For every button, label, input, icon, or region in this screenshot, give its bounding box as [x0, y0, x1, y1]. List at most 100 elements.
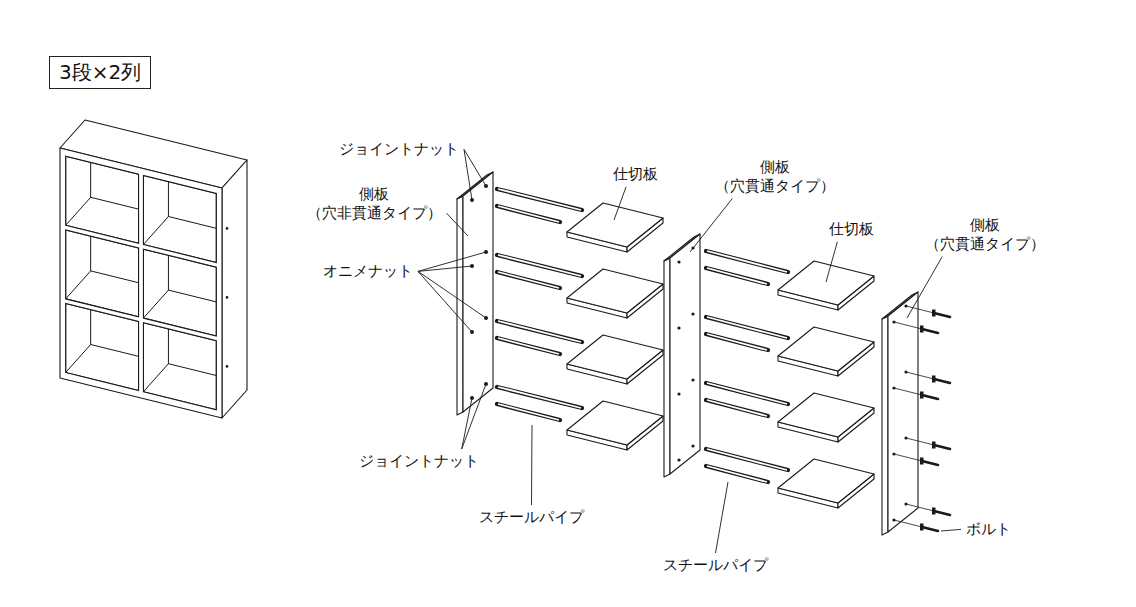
hole-dot: [677, 260, 680, 263]
depth-edge: [66, 197, 91, 225]
depth-edge: [216, 235, 241, 263]
side-panel: [463, 172, 493, 412]
leader-line: [907, 257, 942, 319]
shelf-board: [567, 401, 663, 445]
title-text: 3段×2列: [59, 60, 141, 85]
steel-pipe-core: [707, 317, 787, 338]
steel-pipe: [497, 272, 560, 288]
part-label: 側板 （穴貫通タイプ）: [714, 158, 836, 196]
hole-dot: [677, 458, 680, 461]
leader-line: [464, 149, 472, 200]
depth-edge: [143, 148, 168, 176]
part-label: スチールパイプ: [662, 556, 769, 575]
steel-pipe: [706, 317, 788, 338]
bolt-shank: [934, 445, 950, 449]
depth-edge: [143, 364, 168, 392]
side-face: [222, 160, 247, 418]
bolt-shank: [922, 527, 938, 531]
bolt-shank: [934, 313, 950, 317]
steel-pipe: [706, 400, 768, 416]
shelf-board: [778, 459, 874, 503]
panel-edge: [882, 316, 888, 535]
cell-outline: [143, 176, 216, 263]
bolt-head: [932, 442, 936, 449]
bolt-head: [920, 458, 924, 465]
steel-pipe: [706, 449, 788, 470]
steel-pipe: [497, 206, 560, 222]
bolt-shank: [934, 511, 950, 515]
bolt-head: [920, 326, 924, 333]
steel-pipe-core: [707, 334, 767, 350]
shelf-board: [567, 335, 663, 379]
part-label: 側板 （穴非貫通タイプ）: [306, 185, 443, 223]
steel-pipe-core: [498, 338, 559, 354]
bolt-shank: [922, 329, 938, 333]
bolt-head: [932, 508, 936, 515]
side-panel: [670, 234, 700, 474]
steel-pipe-core: [707, 400, 767, 416]
steel-pipe-core: [707, 449, 787, 470]
leader-line: [418, 271, 486, 318]
screw-dot: [226, 365, 229, 368]
steel-pipe-core: [498, 272, 559, 288]
depth-edge: [216, 308, 241, 336]
depth-edge: [66, 128, 91, 156]
panel-edge: [664, 258, 670, 477]
steel-pipe: [497, 321, 582, 342]
steel-pipe: [497, 189, 582, 210]
depth-edge: [143, 217, 168, 245]
steel-pipe-core: [707, 268, 767, 284]
bolt-shank: [934, 379, 950, 383]
steel-pipe: [706, 466, 768, 482]
steel-pipe-core: [498, 189, 581, 210]
steel-pipe-core: [707, 466, 767, 482]
exploded-view: [457, 172, 950, 535]
cell-outline: [143, 249, 216, 336]
leader-line: [614, 187, 626, 220]
shelf-board: [778, 327, 874, 371]
hole-dot: [691, 378, 694, 381]
bolt-guide: [906, 372, 934, 379]
depth-edge: [216, 166, 241, 194]
bolt-head: [932, 376, 936, 383]
part-label: ジョイントナット: [338, 140, 460, 159]
steel-pipe-core: [707, 383, 787, 404]
steel-pipe: [497, 255, 582, 276]
bolt-shank: [922, 461, 938, 465]
part-label: 仕切板: [828, 220, 875, 239]
depth-edge: [216, 382, 241, 410]
depth-edge: [216, 313, 241, 341]
steel-pipe: [497, 338, 560, 354]
title-box: 3段×2列: [49, 56, 151, 89]
leader-line: [531, 425, 533, 505]
shelf-board: [778, 393, 874, 437]
leader-line: [941, 529, 961, 531]
shelf-board: [778, 261, 874, 305]
bolt-shank: [922, 395, 938, 399]
part-label: ボルト: [965, 520, 1012, 539]
leader-line: [462, 384, 486, 449]
part-label: 仕切板: [612, 165, 659, 184]
leader-line: [418, 271, 472, 332]
hole-dot: [691, 312, 694, 315]
steel-pipe-core: [498, 206, 559, 222]
leader-line: [826, 242, 837, 282]
screw-dot: [226, 227, 229, 230]
leader-line: [462, 398, 472, 449]
depth-edge: [66, 345, 91, 373]
steel-pipe: [497, 404, 560, 420]
depth-edge: [139, 146, 164, 174]
leader-line: [716, 482, 729, 553]
bolt-guide: [906, 438, 934, 445]
leader-line: [447, 213, 469, 236]
hole-dot: [677, 392, 680, 395]
side-panel: [888, 292, 918, 532]
cell-outline: [66, 230, 139, 317]
steel-pipe-core: [498, 321, 581, 342]
leader-lines: [418, 149, 961, 553]
cell-outline: [66, 156, 139, 243]
cell-outline: [143, 323, 216, 410]
shelf-board: [567, 203, 663, 247]
bolt-guide: [906, 504, 934, 511]
depth-edge: [66, 271, 91, 299]
